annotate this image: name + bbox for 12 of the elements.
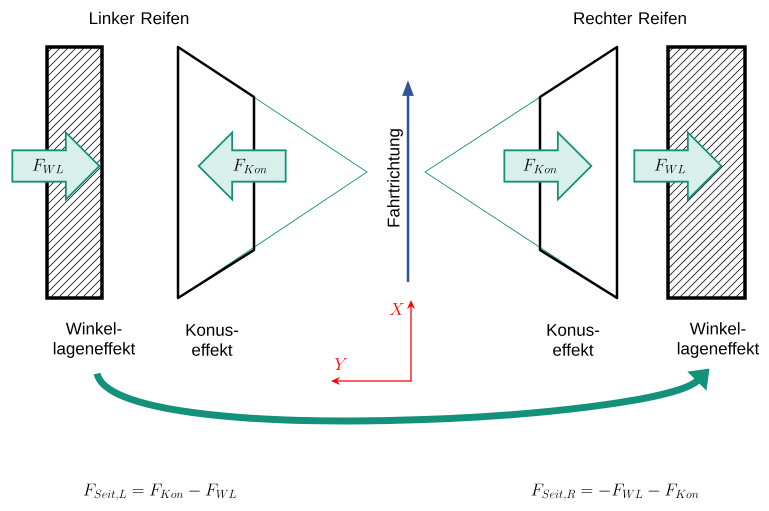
text-label: Linker Reifen: [90, 12, 188, 24]
formula: $F_{Seit,L} = F_{Kon} - F_{WL}$: [84, 484, 236, 500]
formula: $F_{Seit,R} = -F_{WL} - F_{Kon}$: [532, 484, 698, 500]
text-label: Fahrtrichtung: [387, 129, 403, 226]
effect-label: Winkel- lageneffekt: [54, 322, 136, 358]
text-label: Konus- effekt: [186, 324, 238, 356]
curved-arrow: [94, 368, 710, 424]
text-label: Konus- effekt: [548, 324, 600, 356]
axis-label: $X$: [390, 303, 404, 315]
text-label: Rechter Reifen: [574, 12, 686, 24]
effect-label: Winkel- lageneffekt: [678, 322, 760, 358]
axis-label: $Y$: [334, 358, 348, 370]
